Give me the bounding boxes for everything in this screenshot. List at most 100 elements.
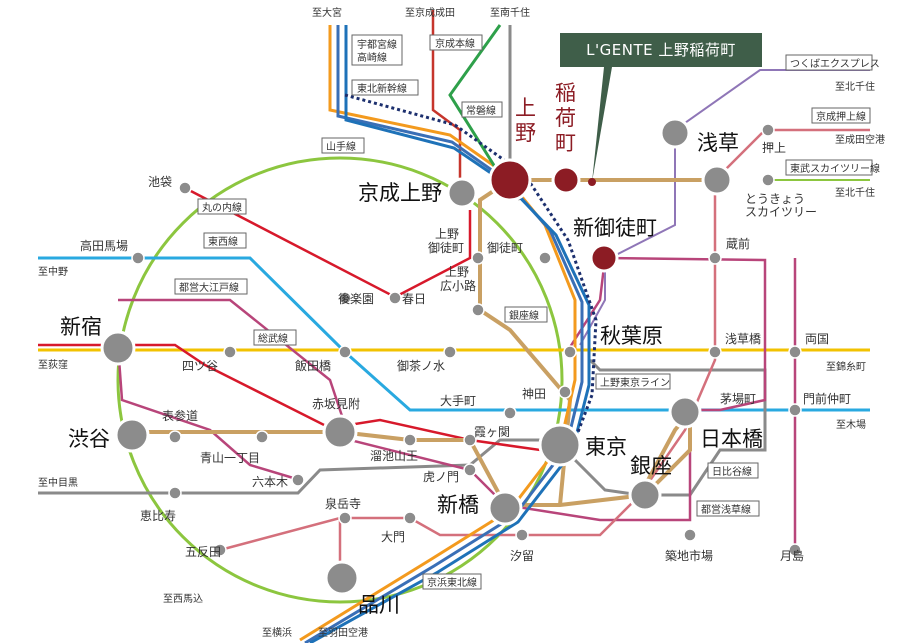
label-ueno-hirokoji-1: 上野 (445, 265, 469, 279)
label-kayabacho: 茅場町 (720, 392, 756, 406)
linebox-joban: 常磐線 (461, 101, 503, 118)
keisei-line (431, 10, 462, 190)
dest-nakano: 至中野 (38, 265, 68, 278)
label-gotanda: 五反田 (185, 545, 221, 559)
label-ikebukuro: 池袋 (148, 175, 172, 189)
label-shimbashi: 新橋 (437, 493, 479, 517)
ginza-line (130, 412, 692, 507)
svg-text:日比谷線: 日比谷線 (712, 465, 752, 478)
linebox-hibiya: 日比谷線 (707, 462, 759, 479)
dest-omiya: 至大宮 (312, 6, 342, 19)
shin-okachimachi-marker (589, 243, 619, 273)
dest-naka-meguro: 至中目黒 (38, 476, 78, 489)
svg-text:つくばエクスプレス: つくばエクスプレス (790, 58, 880, 70)
label-akasaka-mitsuke: 赤坂見附 (312, 397, 360, 411)
label-ueno-2: 野 (515, 121, 536, 145)
dest-kiba: 至木場 (836, 418, 866, 431)
label-tokyo-skytree-2: スカイツリー (745, 205, 817, 219)
svg-text:都営浅草線: 都営浅草線 (701, 503, 751, 516)
property-callout: L'GENTE 上野稲荷町 (560, 33, 762, 67)
label-korakuen: 後楽園 (338, 292, 374, 306)
linebox-sobu: 総武線 (253, 329, 297, 346)
svg-text:常磐線: 常磐線 (466, 104, 496, 117)
label-takadanobaba: 高田馬場 (80, 238, 128, 253)
dest-minami-senju: 至南千住 (490, 6, 530, 19)
label-ueno-1: 上 (515, 96, 536, 120)
utsunomiya-line (299, 25, 577, 642)
linebox-tsukuba: つくばエクスプレス (785, 54, 880, 71)
ueno-marker (488, 158, 532, 202)
label-shibuya: 渋谷 (68, 427, 110, 451)
keihin-tohoku-line (309, 25, 591, 643)
nihonbashi-marker (668, 395, 702, 429)
linebox-oedo: 都営大江戸線 (174, 278, 248, 295)
linebox-asakusa: 都営浅草線 (696, 500, 760, 517)
shinjuku-marker (100, 330, 136, 366)
label-kasumigaseki: 霞ヶ関 (474, 425, 510, 439)
svg-text:総武線: 総武線 (258, 332, 288, 345)
dest-kinshicho: 至錦糸町 (826, 360, 866, 373)
label-roppongi: 六本木 (252, 475, 288, 489)
dest-kita-senju-2: 至北千住 (835, 186, 875, 199)
linebox-keisei-main: 京成本線 (429, 34, 483, 51)
label-tameike-sanno: 溜池山王 (370, 448, 418, 463)
label-shinagawa: 品川 (358, 593, 400, 617)
label-keisei-ueno: 京成上野 (358, 181, 442, 205)
label-ryogoku: 両国 (805, 332, 829, 346)
marunouchi-line-north (184, 186, 472, 299)
tokyo-marker (538, 423, 582, 467)
svg-text:上野東京ライン: 上野東京ライン (600, 376, 670, 389)
callout-pointer (592, 67, 612, 182)
ginza-marker (628, 478, 662, 512)
dest-keisei-narita: 至京成成田 (405, 6, 455, 19)
label-ueno-okachimachi-1: 上野 (435, 227, 459, 241)
label-ochanomizu: 御茶ノ水 (397, 358, 445, 373)
svg-text:東武スカイツリー線: 東武スカイツリー線 (790, 162, 880, 175)
label-daimon: 大門 (381, 530, 405, 544)
svg-text:山手線: 山手線 (326, 140, 356, 153)
svg-text:京成押上線: 京成押上線 (816, 110, 866, 123)
svg-text:京成本線: 京成本線 (435, 37, 475, 50)
label-oshiage: 押上 (762, 141, 786, 155)
label-okachimachi: 御徒町 (487, 240, 523, 255)
keisei-ueno-marker (446, 177, 478, 209)
svg-text:銀座線: 銀座線 (509, 309, 539, 322)
dest-nishi-magome: 至西馬込 (163, 593, 203, 605)
shinagawa-marker (324, 560, 360, 596)
hanzomon-line-2 (609, 130, 676, 259)
linebox-keihin-tohoku: 京浜東北線 (422, 573, 482, 590)
label-kasuga: 春日 (402, 292, 426, 306)
svg-text:高崎線: 高崎線 (357, 51, 387, 64)
dest-narita-airport: 至成田空港 (835, 133, 885, 146)
akasaka-marker (322, 414, 358, 450)
tohoku-shinkansen (304, 25, 584, 643)
inaricho-marker (551, 165, 581, 195)
linebox-tobu-skytree: 東武スカイツリー線 (785, 159, 880, 176)
oedo-line (118, 256, 767, 522)
label-asakusabashi: 浅草橋 (725, 332, 761, 346)
label-yotsuya: 四ツ谷 (182, 359, 218, 373)
shimbashi-marker (487, 490, 523, 526)
dest-ogikubo: 至荻窪 (38, 358, 68, 371)
label-monzen-nakacho: 門前仲町 (803, 391, 851, 406)
label-shin-okachimachi: 新御徒町 (573, 216, 657, 240)
svg-text:東西線: 東西線 (208, 235, 238, 248)
label-ginza: 銀座 (630, 454, 672, 478)
dest-kita-senju-1: 至北千住 (835, 80, 875, 93)
label-tokyo: 東京 (585, 435, 627, 459)
label-shinjuku: 新宿 (60, 315, 102, 339)
label-ueno-hirokoji-2: 広小路 (440, 278, 476, 293)
label-ueno-okachimachi-2: 御徒町 (428, 240, 464, 255)
station-dots (131, 123, 802, 557)
label-kuramae: 蔵前 (726, 236, 750, 251)
label-otemachi: 大手町 (440, 394, 476, 408)
label-kanda: 神田 (522, 387, 546, 401)
label-shiodome: 汐留 (510, 548, 534, 563)
linebox-tozai: 東西線 (203, 232, 247, 249)
joban-line (448, 24, 502, 176)
asakusa-marker (659, 117, 691, 149)
asakusa-2-marker (701, 164, 733, 196)
